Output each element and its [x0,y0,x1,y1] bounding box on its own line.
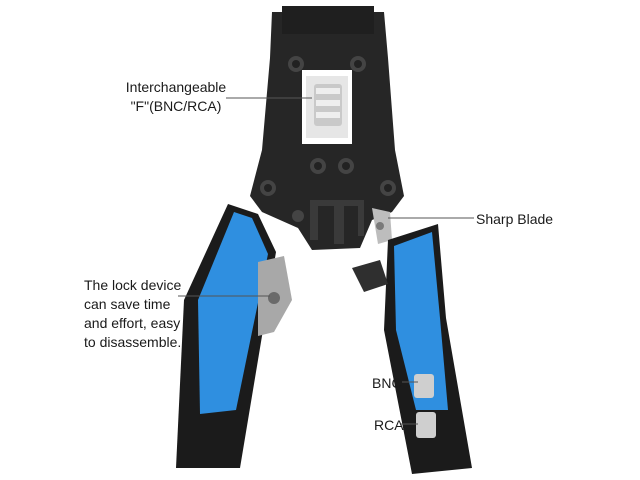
sharp-blade-label: Sharp Blade [476,211,554,227]
interchangeable-label: Interchangeable "F"(BNC/RCA) [125,79,227,114]
blade [372,208,392,244]
lock-device-label: The lock device can save time and effort… [84,277,182,350]
f-connector-insert [314,84,342,126]
callout-lines [178,97,474,425]
right-handle [352,224,472,474]
bnc-label: BNC [372,375,402,391]
rca-label: RCA [374,417,404,433]
left-handle [176,204,292,468]
